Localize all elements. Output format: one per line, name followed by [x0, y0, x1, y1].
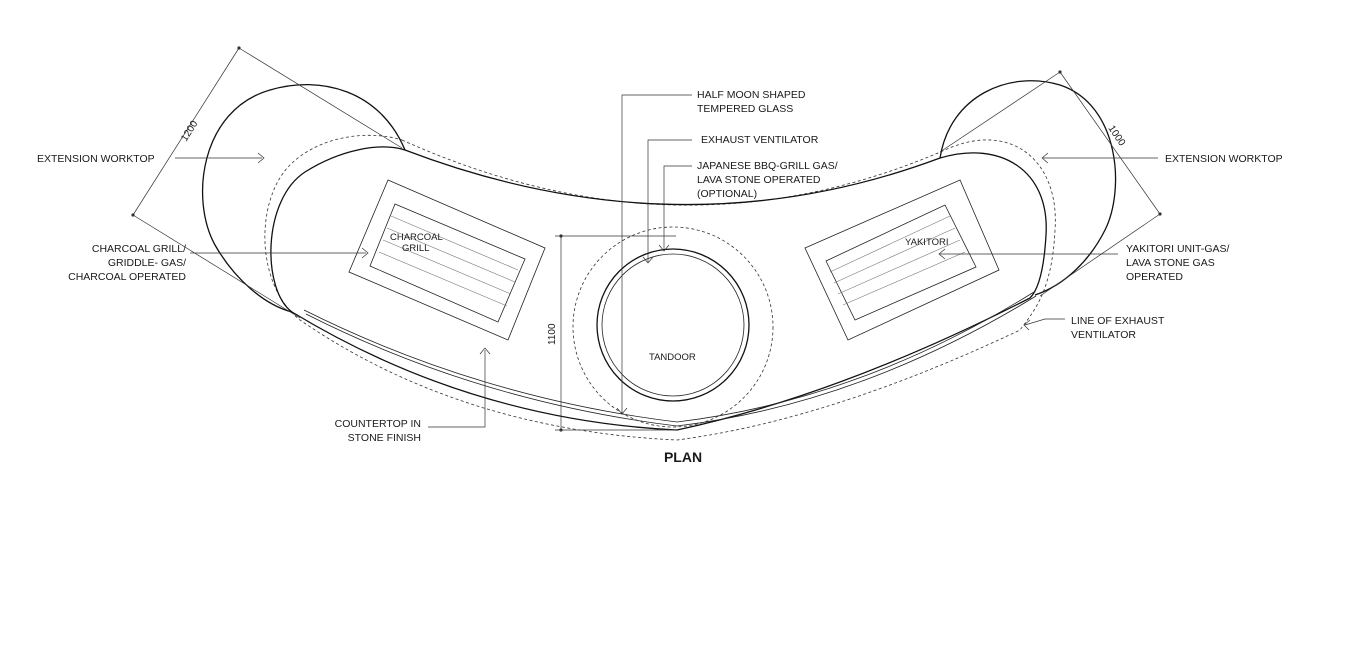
- line-of-exhaust-1: LINE OF EXHAUST: [1071, 315, 1165, 327]
- japanese-bbq-1: JAPANESE BBQ-GRILL GAS/: [697, 160, 838, 172]
- dimension-depth-1100: [555, 234, 676, 432]
- yakitori-unit-note-3: OPERATED: [1126, 271, 1183, 283]
- dimension-left-1200: [131, 46, 403, 319]
- front-edge-line-2: [305, 295, 1037, 427]
- extension-worktop-right-label: EXTENSION WORKTOP: [1165, 153, 1283, 165]
- charcoal-grill-note-3: CHARCOAL OPERATED: [68, 271, 186, 283]
- front-edge-line: [303, 291, 1035, 423]
- plan-title: PLAN: [664, 449, 702, 465]
- dimension-1100-label: 1100: [547, 323, 558, 345]
- charcoal-grill-note-2: GRIDDLE- GAS/: [108, 257, 186, 269]
- yakitori-unit-note-2: LAVA STONE GAS: [1126, 257, 1215, 269]
- counter-dashed-outline: [264, 134, 1056, 441]
- tandoor-unit: [572, 226, 774, 428]
- half-moon-glass-2: TEMPERED GLASS: [697, 103, 793, 115]
- countertop-note-1: COUNTERTOP IN: [335, 418, 421, 430]
- left-extension-worktop: [201, 83, 406, 313]
- dimension-1200-label: 1200: [179, 119, 200, 144]
- right-extension-worktop: [939, 80, 1117, 296]
- japanese-bbq-2: LAVA STONE OPERATED: [697, 174, 821, 186]
- yakitori-label: YAKITORI: [905, 237, 948, 248]
- japanese-bbq-3: (OPTIONAL): [697, 188, 757, 200]
- yakitori-unit-note-1: YAKITORI UNIT-GAS/: [1126, 243, 1230, 255]
- dimension-right-1000: [939, 70, 1162, 297]
- tandoor-label: TANDOOR: [649, 352, 696, 363]
- countertop-note-2: STONE FINISH: [348, 432, 421, 444]
- charcoal-grill-label-2: GRILL: [402, 243, 429, 254]
- half-moon-glass-1: HALF MOON SHAPED: [697, 89, 806, 101]
- countertop-outline: [270, 146, 1047, 431]
- yakitori-unit: [804, 179, 1000, 341]
- extension-worktop-left-label: EXTENSION WORKTOP: [37, 153, 155, 165]
- exhaust-ventilator-label: EXHAUST VENTILATOR: [701, 134, 819, 146]
- line-of-exhaust-2: VENTILATOR: [1071, 329, 1136, 341]
- charcoal-grill-unit: [348, 179, 546, 341]
- charcoal-grill-label-1: CHARCOAL: [390, 232, 443, 243]
- charcoal-grill-note-1: CHARCOAL GRILL/: [92, 243, 186, 255]
